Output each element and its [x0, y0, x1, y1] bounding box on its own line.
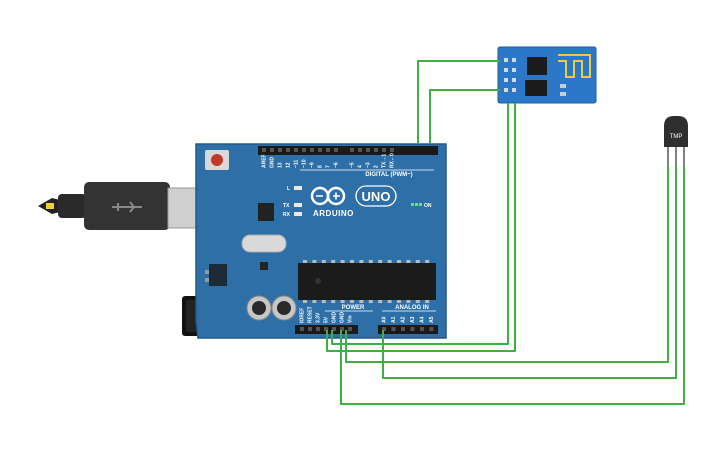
header-pin[interactable]	[302, 148, 306, 152]
header-pin[interactable]	[332, 327, 336, 331]
power-pin-label: Vin	[348, 315, 354, 323]
digital-pin-label: RX←0	[390, 153, 396, 168]
digital-header[interactable]	[258, 146, 438, 155]
led-tx	[294, 203, 302, 207]
power-label: POWER	[342, 305, 365, 311]
header-pin[interactable]	[318, 148, 322, 152]
usb-chip	[258, 203, 274, 221]
digital-pin-label: ~6	[334, 162, 340, 168]
wire-esp-gnd[interactable]	[326, 103, 516, 352]
analog-pin-label: A5	[429, 316, 435, 323]
header-pin[interactable]	[262, 148, 266, 152]
brand-label: ARDUINO	[313, 209, 354, 218]
header-pin[interactable]	[390, 148, 394, 152]
antenna-icon	[558, 54, 591, 78]
digital-pin-label: 2	[374, 165, 380, 168]
header-pin[interactable]	[401, 327, 405, 331]
crystal-oscillator	[241, 234, 287, 253]
header-pin[interactable]	[391, 327, 396, 331]
header-pin[interactable]	[334, 148, 338, 152]
esp-flash	[525, 80, 547, 96]
esp8266-module[interactable]	[497, 46, 597, 104]
power-pin-label: 5V	[324, 316, 330, 323]
header-pin[interactable]	[382, 148, 386, 152]
header-pin[interactable]	[350, 148, 354, 152]
header-pin[interactable]	[270, 148, 274, 152]
analog-pin-label: A3	[410, 316, 416, 323]
analog-pin-label: A2	[401, 316, 407, 323]
usb-cable	[38, 182, 205, 230]
header-pin[interactable]	[294, 148, 298, 152]
wire-esp-3v3[interactable]	[331, 103, 509, 345]
header-pin[interactable]	[326, 148, 330, 152]
digital-pin-label: TX→1	[382, 154, 388, 168]
on-led	[411, 203, 414, 206]
analog-header[interactable]	[378, 325, 438, 334]
digital-pin-label: ~5	[350, 162, 356, 168]
led-l	[294, 186, 302, 190]
digital-pin-label: 7	[326, 165, 332, 168]
model-label: UNO	[362, 189, 391, 204]
power-pin-label: GND	[340, 312, 346, 324]
header-pin[interactable]	[340, 327, 344, 331]
on-label: ON	[424, 203, 432, 209]
led-rx	[294, 212, 302, 216]
power-pin-label: RESET	[308, 306, 314, 323]
power-pin-label: IOREF	[300, 308, 306, 323]
header-pin[interactable]	[420, 327, 424, 331]
header-pin[interactable]	[310, 148, 314, 152]
header-pin[interactable]	[286, 148, 290, 152]
header-pin[interactable]	[366, 148, 370, 152]
atmega-chip	[298, 263, 436, 300]
wire-sensor-gnd[interactable]	[340, 166, 685, 405]
power-pin-label: GND	[332, 312, 338, 324]
wire-sensor-signal[interactable]	[382, 166, 677, 379]
power-pin-label: 3.3V	[316, 312, 322, 323]
header-pin[interactable]	[324, 327, 328, 331]
led-tx-label: TX	[283, 203, 290, 209]
led-rx-label: RX	[283, 212, 291, 218]
header-pin[interactable]	[300, 327, 304, 331]
digital-header-label: DIGITAL (PWM~)	[365, 172, 412, 178]
header-pin[interactable]	[316, 327, 320, 331]
digital-pin-label: AREF	[262, 154, 268, 168]
digital-pin-label: ~9	[310, 162, 316, 168]
analog-pin-label: A0	[382, 316, 388, 323]
tmp-sensor[interactable]: TMP	[664, 116, 688, 166]
digital-pin-label: GND	[270, 157, 276, 169]
esp-chip	[527, 57, 547, 75]
wire-esp-rx[interactable]	[429, 89, 500, 143]
header-pin[interactable]	[374, 148, 378, 152]
header-pin[interactable]	[308, 327, 312, 331]
digital-pin-label: 12	[286, 162, 292, 168]
header-pin[interactable]	[358, 148, 362, 152]
digital-pin-label: ~11	[294, 160, 300, 168]
digital-pin-label: 4	[358, 165, 364, 168]
digital-pin-label: ~3	[366, 162, 372, 168]
tmp-label: TMP	[670, 134, 683, 140]
voltage-regulator	[209, 264, 227, 286]
arduino-logo-icon	[310, 186, 346, 206]
header-pin[interactable]	[429, 327, 434, 331]
digital-pin-label: ~10	[302, 159, 308, 168]
usb-icon	[112, 201, 142, 213]
digital-pin-label: 8	[318, 165, 324, 168]
header-pin[interactable]	[278, 148, 282, 152]
wire-esp-tx[interactable]	[417, 60, 500, 143]
header-pin[interactable]	[382, 327, 386, 331]
digital-pin-label: 13	[278, 162, 284, 168]
analog-label: ANALOG IN	[395, 305, 429, 311]
analog-pin-label: A4	[420, 316, 426, 323]
header-pin[interactable]	[348, 327, 352, 331]
header-pin[interactable]	[410, 327, 415, 331]
led-l-label: L	[287, 186, 290, 192]
wire-sensor-vcc[interactable]	[345, 166, 669, 363]
analog-pin-label: A1	[391, 316, 397, 323]
